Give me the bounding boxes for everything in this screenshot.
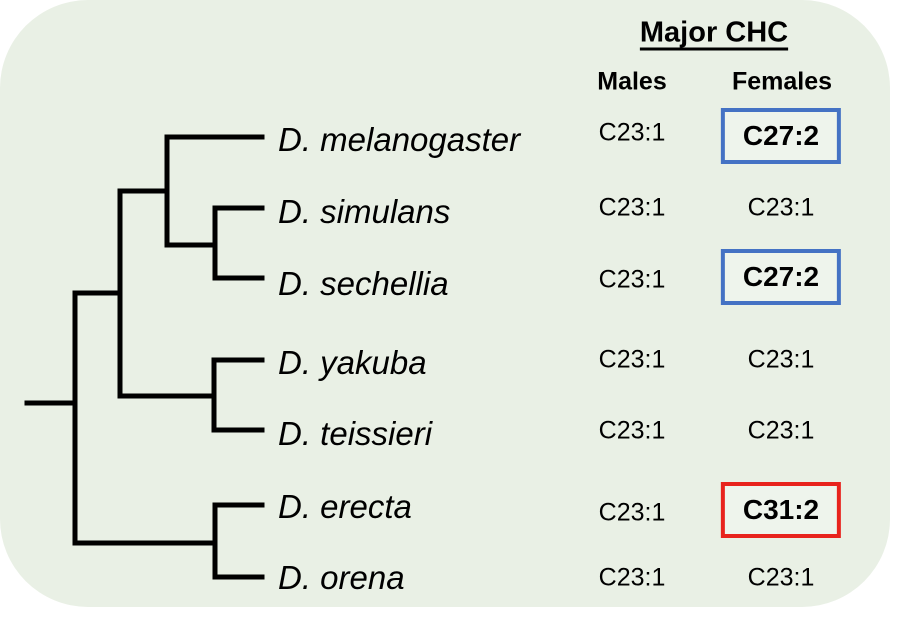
male-chc-sechellia: C23:1: [598, 265, 666, 294]
female-chc-melanogaster: C27:2: [720, 108, 842, 164]
male-chc-teissieri: C23:1: [598, 416, 666, 445]
female-chc-yakuba: C23:1: [747, 345, 815, 374]
species-label-orena: D. orena: [278, 559, 405, 596]
male-chc-orena: C23:1: [598, 563, 666, 592]
species-label-yakuba: D. yakuba: [278, 344, 427, 381]
female-chc-erecta: C31:2: [720, 482, 842, 538]
female-chc-orena: C23:1: [747, 563, 815, 592]
species-label-melanogaster: D. melanogaster: [278, 121, 521, 158]
species-label-simulans: D. simulans: [278, 193, 451, 230]
male-chc-erecta: C23:1: [598, 498, 666, 527]
male-chc-yakuba: C23:1: [598, 345, 666, 374]
male-chc-melanogaster: C23:1: [598, 118, 666, 147]
table-title: Major CHC: [639, 16, 789, 49]
female-chc-simulans: C23:1: [747, 193, 815, 222]
female-chc-teissieri: C23:1: [747, 416, 815, 445]
species-label-erecta: D. erecta: [278, 488, 412, 525]
species-label-teissieri: D. teissieri: [278, 415, 433, 452]
female-chc-sechellia: C27:2: [720, 249, 842, 305]
column-header-males: Males: [597, 67, 667, 96]
male-chc-simulans: C23:1: [598, 193, 666, 222]
species-label-sechellia: D. sechellia: [278, 265, 449, 302]
column-header-females: Females: [731, 67, 833, 96]
